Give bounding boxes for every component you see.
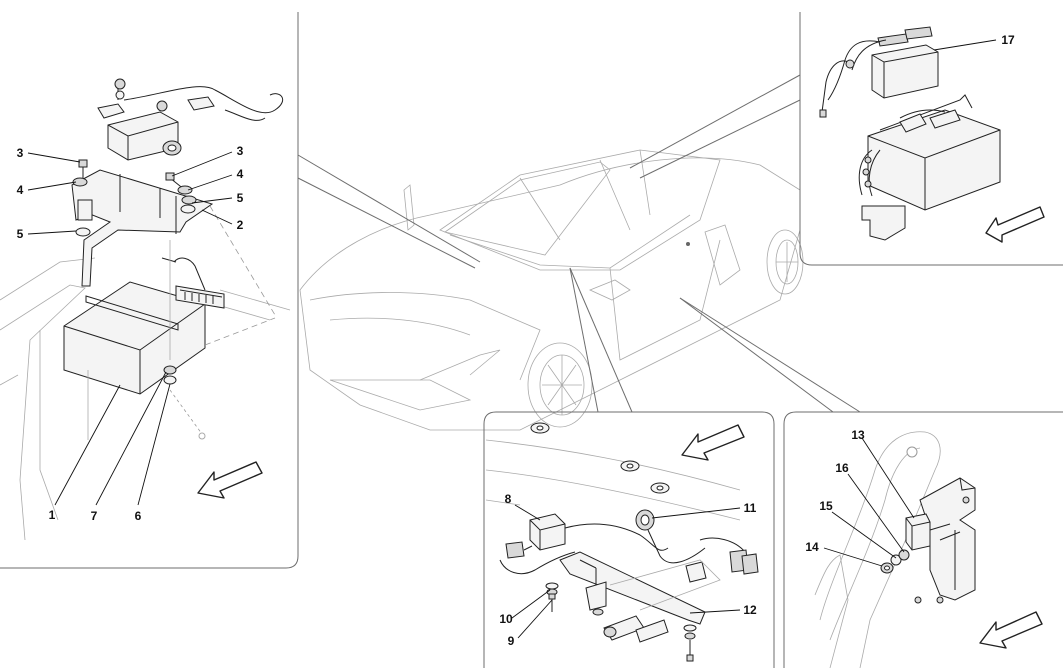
bottom-center-panel-parts: [485, 422, 759, 662]
left-panel-parts: [0, 78, 291, 541]
callout-5: 5: [16, 227, 24, 241]
direction-arrow-icon: [985, 206, 1045, 243]
callout-leaders: [27, 39, 997, 639]
callout-3: 3: [16, 146, 24, 160]
direction-arrow-icon: [681, 424, 745, 461]
callout-5: 5: [236, 191, 244, 205]
direction-arrow-icon: [979, 611, 1043, 649]
car-illustration: [299, 149, 804, 431]
bottom-right-panel-parts: [814, 431, 976, 668]
callout-8: 8: [504, 492, 512, 506]
panel-pointer-lines: [297, 74, 861, 413]
direction-arrow-icon: [197, 461, 263, 499]
callout-12: 12: [743, 603, 757, 617]
callout-1: 1: [48, 508, 56, 522]
panel-bottom-center-frame: [483, 411, 775, 668]
callout-14: 14: [805, 540, 819, 554]
callout-13: 13: [851, 428, 865, 442]
callout-17: 17: [1001, 33, 1015, 47]
top-right-panel-parts: [819, 26, 1001, 241]
panel-left-frame: [0, 12, 299, 569]
callout-2: 2: [236, 218, 244, 232]
callout-3: 3: [236, 144, 244, 158]
callout-6: 6: [134, 509, 142, 523]
panel-top-right-frame: [799, 12, 1063, 266]
callout-9: 9: [507, 634, 515, 648]
callout-4: 4: [16, 183, 24, 197]
callout-16: 16: [835, 461, 849, 475]
callout-15: 15: [819, 499, 833, 513]
callout-4: 4: [236, 167, 244, 181]
callout-11: 11: [743, 501, 757, 515]
callout-7: 7: [90, 509, 98, 523]
panel-bottom-right-frame: [783, 411, 1063, 668]
callout-10: 10: [499, 612, 513, 626]
